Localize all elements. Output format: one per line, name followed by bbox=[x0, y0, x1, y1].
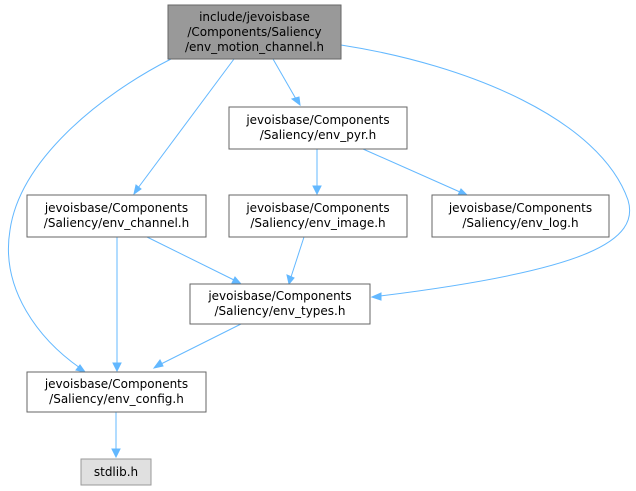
edge-arrow-env-channel bbox=[133, 184, 142, 196]
node-box bbox=[189, 283, 371, 325]
node-label-line2: /Saliency/env_config.h bbox=[49, 392, 184, 406]
node-env-motion-channel[interactable]: include/jevoisbase /Components/Saliency … bbox=[167, 4, 342, 60]
edge-arrow-env-types-from-channel bbox=[231, 276, 243, 285]
node-label-line2: /Components/Saliency bbox=[187, 25, 321, 39]
node-label-line2: /Saliency/env_channel.h bbox=[44, 216, 189, 230]
edge-arrow-env-config-left bbox=[75, 364, 87, 373]
node-env-types[interactable]: jevoisbase/Components /Saliency/env_type… bbox=[189, 283, 371, 325]
node-stdlib[interactable]: stdlib.h bbox=[80, 458, 152, 486]
edge-arrow-stdlib bbox=[111, 448, 121, 459]
node-env-pyr[interactable]: jevoisbase/Components /Saliency/env_pyr.… bbox=[228, 106, 408, 150]
node-label-line1: jevoisbase/Components bbox=[245, 113, 389, 127]
node-box bbox=[26, 371, 207, 413]
node-label-line1: stdlib.h bbox=[94, 465, 138, 479]
node-env-config[interactable]: jevoisbase/Components /Saliency/env_conf… bbox=[26, 371, 207, 413]
node-box bbox=[167, 4, 342, 60]
node-box bbox=[80, 458, 152, 486]
node-box bbox=[228, 194, 408, 238]
node-label-line3: /env_motion_channel.h bbox=[185, 40, 324, 54]
edge-env-pyr-to-env-log bbox=[362, 148, 461, 193]
node-label-line1: jevoisbase/Components bbox=[448, 201, 592, 215]
edge-arrow-env-types-from-image bbox=[286, 274, 295, 286]
edge-arrow-env-config-from-types bbox=[152, 359, 164, 369]
edge-root-to-env-pyr bbox=[272, 58, 297, 100]
node-label-line1: jevoisbase/Components bbox=[44, 201, 188, 215]
node-label-line1: jevoisbase/Components bbox=[44, 377, 188, 391]
edge-env-types-to-env-config bbox=[160, 322, 244, 365]
node-env-channel[interactable]: jevoisbase/Components /Saliency/env_chan… bbox=[26, 194, 207, 238]
edge-arrow-env-image bbox=[312, 185, 322, 196]
edge-root-to-env-channel bbox=[137, 58, 235, 189]
edge-env-image-to-env-types bbox=[290, 236, 305, 278]
node-label-line1: jevoisbase/Components bbox=[245, 201, 389, 215]
node-label-line2: /Saliency/env_log.h bbox=[462, 216, 578, 230]
node-label-line1: include/jevoisbase bbox=[199, 10, 310, 24]
edge-arrow-env-types-right bbox=[370, 292, 382, 301]
node-box bbox=[431, 194, 610, 238]
node-label-line1: jevoisbase/Components bbox=[207, 289, 351, 303]
node-label-line2: /Saliency/env_image.h bbox=[250, 216, 385, 230]
node-box bbox=[228, 106, 408, 150]
node-env-log[interactable]: jevoisbase/Components /Saliency/env_log.… bbox=[431, 194, 610, 238]
node-env-image[interactable]: jevoisbase/Components /Saliency/env_imag… bbox=[228, 194, 408, 238]
edge-root-to-env-types bbox=[340, 44, 631, 297]
edge-env-channel-to-env-types bbox=[146, 236, 235, 281]
node-label-line2: /Saliency/env_types.h bbox=[215, 304, 346, 318]
node-label-line2: /Saliency/env_pyr.h bbox=[260, 128, 376, 142]
edge-arrow-env-config-from-channel bbox=[112, 362, 122, 373]
edge-arrow-env-log bbox=[457, 188, 469, 196]
edge-arrow-env-pyr bbox=[290, 96, 301, 107]
edges bbox=[8, 44, 631, 459]
edge-root-to-env-config bbox=[8, 58, 172, 369]
node-box bbox=[26, 194, 207, 238]
